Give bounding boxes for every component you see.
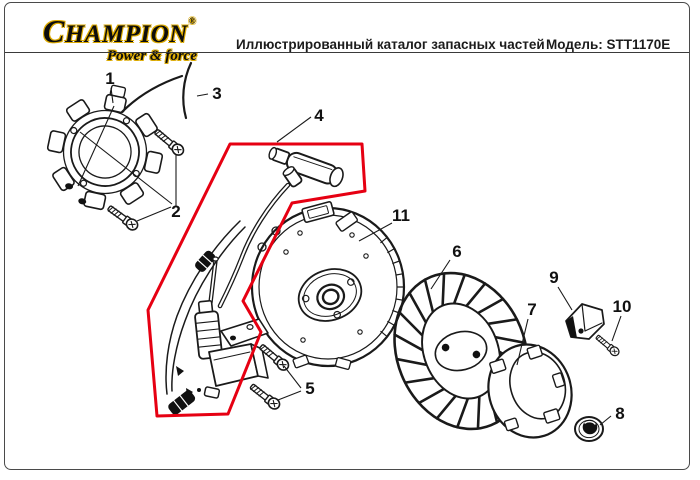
wire-connector (195, 250, 216, 272)
part-label-6: 6 (452, 242, 461, 261)
part-9-bracket (565, 303, 605, 340)
leader-lines (77, 87, 622, 426)
ignition-coil (176, 256, 269, 399)
brand-rest: HAMPION (64, 21, 188, 48)
header-divider (5, 52, 689, 53)
rope-elbow (282, 166, 303, 188)
part-label-9: 9 (549, 268, 558, 287)
kill-switch-wire (165, 220, 241, 395)
catalog-title: Иллюстрированный каталог запасных частей (236, 37, 545, 52)
part-10-bolt (593, 332, 622, 359)
brand-initial: C (43, 13, 65, 49)
part-label-7: 7 (527, 300, 536, 319)
pull-handle-grip (268, 146, 344, 188)
part-3-wire (120, 61, 193, 120)
part-label-4: 4 (314, 106, 324, 125)
part-label-3: 3 (212, 84, 221, 103)
part-label-2: 2 (171, 202, 180, 221)
wire-boot (168, 390, 196, 415)
part-8-flange-nut (574, 416, 604, 442)
part-7-starter-cup (487, 343, 573, 439)
catalog-page: CHAMPION® Power & force Иллюстрированный… (4, 2, 690, 470)
part-label-1: 1 (105, 69, 114, 88)
part-1-stator (46, 84, 164, 211)
highlight-outline-part-4 (146, 142, 367, 418)
registered-mark: ® (188, 16, 197, 26)
part-4-starter-handle-assembly (165, 146, 344, 415)
part-labels: 1 2 3 4 5 6 7 8 9 10 11 (105, 69, 631, 423)
part-label-8: 8 (615, 404, 624, 423)
part-label-10: 10 (613, 297, 632, 316)
part-label-11: 11 (392, 206, 410, 225)
brand-name: CHAMPION® (43, 8, 197, 48)
part-label-5: 5 (305, 379, 314, 398)
part-11-recoil-starter (250, 201, 406, 370)
model-label: Модель: STT1170E (546, 37, 671, 52)
